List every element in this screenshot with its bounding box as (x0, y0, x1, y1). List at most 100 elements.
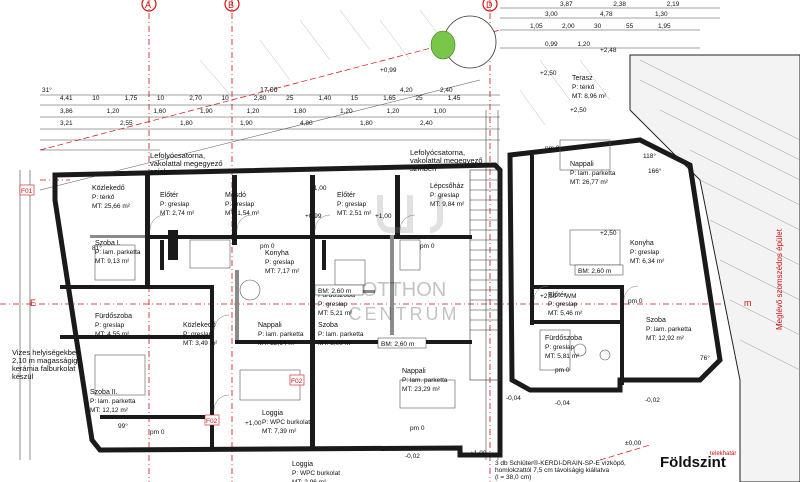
lot-line-label: telekhatár (710, 451, 736, 457)
dimension-lines (19, 7, 783, 460)
room-name-2: Mosdó (225, 192, 246, 199)
bm-label-1: BM: 2,60 m (578, 268, 611, 275)
drain-note: 3 db Schlüter®-KERDI-DRAIN-SP-E vízköpő,… (495, 459, 626, 481)
room-area-8: MT: 9,13 m² (95, 258, 130, 265)
dim-main-0-5: 10 (222, 95, 230, 102)
dim-top-0-2: 2,19 (667, 1, 680, 8)
angle-2: 99° (118, 422, 128, 430)
dim-main-0-2: 1,75 (125, 95, 138, 102)
room-area-21: MT: 2,96 m² (292, 479, 327, 482)
room-name-10: Fürdőszoba (318, 292, 355, 299)
room-name-4: Lépcsőház (430, 183, 464, 190)
dim-total: 17,06 (260, 87, 278, 94)
exterior-walls (52, 137, 723, 458)
dim-main-1-8: 1,00 (433, 108, 446, 115)
room-name-0: Közlekedő (92, 185, 125, 192)
room-area-7: MT: 6,34 m² (630, 258, 665, 265)
room-area-13: MT: 22,64 m² (258, 340, 297, 347)
room-floor-0: P: térkő (92, 194, 115, 201)
room-floor-14: P: lam. parketta (318, 331, 364, 338)
room-area-0: MT: 25,66 m² (92, 203, 131, 210)
dim-main-0-3: 10 (157, 95, 165, 102)
wm-label: WM (565, 293, 577, 300)
room-name-6: Nappali (570, 161, 594, 168)
room-name-1: Előtér (160, 192, 179, 199)
dim-main-2-6: 2,40 (420, 120, 433, 127)
dim-sub-0: 4,20 (400, 87, 413, 94)
fixtures (94, 139, 621, 409)
room-floor-10: P: greslap (318, 301, 348, 308)
room-name-20: Nappali (402, 368, 426, 375)
pm-label-6: pm 0 (555, 367, 570, 374)
bm-labels: BM: 2,60 m BM: 2,60 m BM: 2,60 m (314, 264, 624, 349)
level-15: +1,00 (470, 450, 487, 457)
room-name-5: Terasz (572, 75, 593, 82)
dim-main-1-7: 1,20 (387, 108, 400, 115)
room-name-21: Loggia (292, 461, 313, 468)
dim-main-1-0: 3,86 (60, 108, 73, 115)
dim-main-0-6: 2,80 (254, 95, 267, 102)
room-floor-21: P: WPC burkolat (292, 470, 340, 477)
level-0: +0,99 (380, 67, 397, 74)
dim-sub-1: 2,40 (440, 87, 453, 94)
level-11: -0,04 (506, 395, 521, 402)
room-floor-7: P: greslap (630, 249, 660, 256)
dim-main-0-11: 25 (415, 95, 423, 102)
room-name-14: Szoba (318, 322, 338, 329)
level-4: +1,00 (310, 185, 327, 192)
level-14: -0,02 (405, 453, 420, 460)
pm-label-1: pm 0 (260, 243, 275, 250)
pm-label-4: pm 0 (410, 425, 425, 432)
room-floor-15: P: greslap (548, 301, 578, 308)
dim-main-0-7: 25 (286, 95, 294, 102)
angle-3: 118° (643, 152, 656, 160)
room-floor-17: P: lam. parketta (646, 326, 692, 333)
level-3: +2,50 (570, 107, 587, 114)
room-area-20: MT: 23,29 m² (402, 386, 441, 393)
room-name-16: Fürdőszoba (545, 335, 582, 342)
dim-main-0-4: 2,70 (189, 95, 202, 102)
dim-top-1-2: 1,30 (655, 11, 668, 18)
room-floor-4: P: greslap (430, 192, 460, 199)
room-name-13: Nappali (258, 322, 282, 329)
room-name-9: Konyha (265, 250, 289, 257)
bm-label-2: BM: 2,60 m (381, 341, 414, 348)
room-name-18: Szoba II. (90, 389, 118, 396)
room-name-7: Konyha (630, 240, 654, 247)
room-floor-5: P: térkő (572, 84, 595, 91)
level-7: +2,50 (600, 230, 617, 237)
level-9: +1,00 (245, 420, 262, 427)
level-labels: +0,99+2,50+2,48+2,50+1,00+0,99+1,00+2,50… (245, 47, 660, 460)
room-area-15: MT: 5,46 m² (548, 310, 583, 317)
dim-main-2-2: 1,80 (180, 120, 193, 127)
level-8: +2,50 (540, 293, 557, 300)
room-name-3: Előtér (337, 192, 356, 199)
pm-label-2: pm 0 (420, 243, 435, 250)
dim-top-3-0: 0,99 (545, 41, 558, 48)
room-area-6: MT: 26,77 m² (570, 179, 609, 186)
room-area-1: MT: 2,74 m² (160, 210, 195, 217)
room-name-17: Szoba (646, 317, 666, 324)
flue-labels: F01 F02 F02 (19, 184, 305, 426)
bm-label-3: BM: 2,60 m (318, 288, 351, 295)
neighbor-label: Meglévő szomszédos épület (775, 228, 784, 330)
section-d: D (486, 0, 493, 10)
dim-top-1-0: 3,00 (545, 11, 558, 18)
pm-label-3: pm 0 (545, 145, 560, 152)
level-10: ±0,00 (625, 440, 642, 447)
dim-top-1-1: 4,78 (600, 11, 613, 18)
room-name-12: Közlekedő (183, 322, 216, 329)
dim-main-0-10: 1,65 (383, 95, 396, 102)
level-6: +1,00 (375, 213, 392, 220)
angle-labels: 81° 99° 118° 166° 76° (92, 152, 710, 430)
room-name-11: Fürdőszoba (95, 313, 132, 320)
section-m: m (744, 298, 752, 308)
section-a: A (145, 0, 151, 10)
room-area-5: MT: 8,96 m² (572, 93, 607, 100)
dim-top-2-0: 1,05 (530, 23, 543, 30)
level-2: +2,48 (600, 47, 617, 54)
